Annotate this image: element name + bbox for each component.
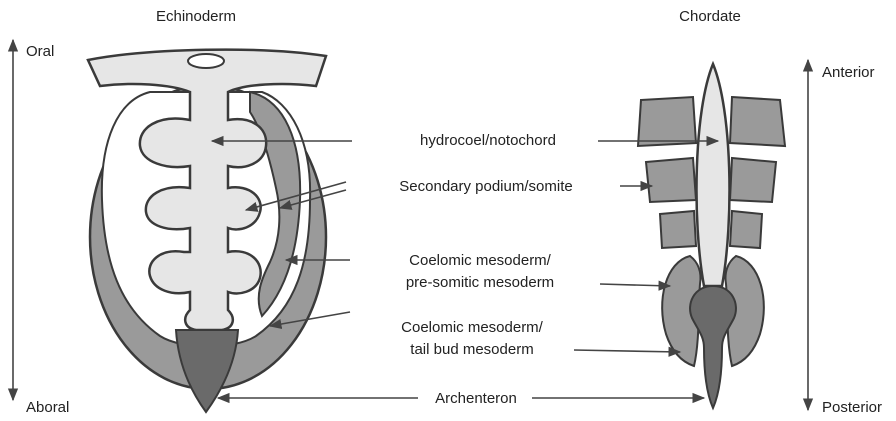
label-coelomic-tailbud-line2: tail bud mesoderm [410,341,533,358]
label-coelomic-presomitic-line2: pre-somitic mesoderm [406,274,554,291]
somite-right-1 [730,97,785,146]
label-secondary-podium-somite: Secondary podium/somite [399,178,572,195]
somite-right-3 [730,211,762,248]
title-chordate: Chordate [679,8,741,25]
label-archenteron: Archenteron [435,390,517,407]
somite-left-1 [638,97,696,146]
label-coelomic-tailbud-line1: Coelomic mesoderm/ [401,319,544,336]
arrow-coelomic-tailbud-right [574,350,680,352]
axis-label-oral: Oral [26,43,54,60]
label-coelomic-presomitic-line1: Coelomic mesoderm/ [409,252,552,269]
arrow-coelomic-presomitic-right [600,284,670,286]
somite-right-2 [730,158,776,202]
chordate-notochord [697,64,730,286]
axis-label-aboral: Aboral [26,399,69,416]
chordate-figure [638,64,785,408]
label-hydrocoel-notochord: hydrocoel/notochord [420,132,556,149]
axis-label-anterior: Anterior [822,64,875,81]
echinoderm-oral-opening [188,54,224,68]
somite-left-3 [660,211,696,248]
title-echinoderm: Echinoderm [156,8,236,25]
somite-left-2 [646,158,696,202]
echinoderm-archenteron [176,330,238,412]
axis-label-posterior: Posterior [822,399,882,416]
echinoderm-figure [88,50,326,412]
